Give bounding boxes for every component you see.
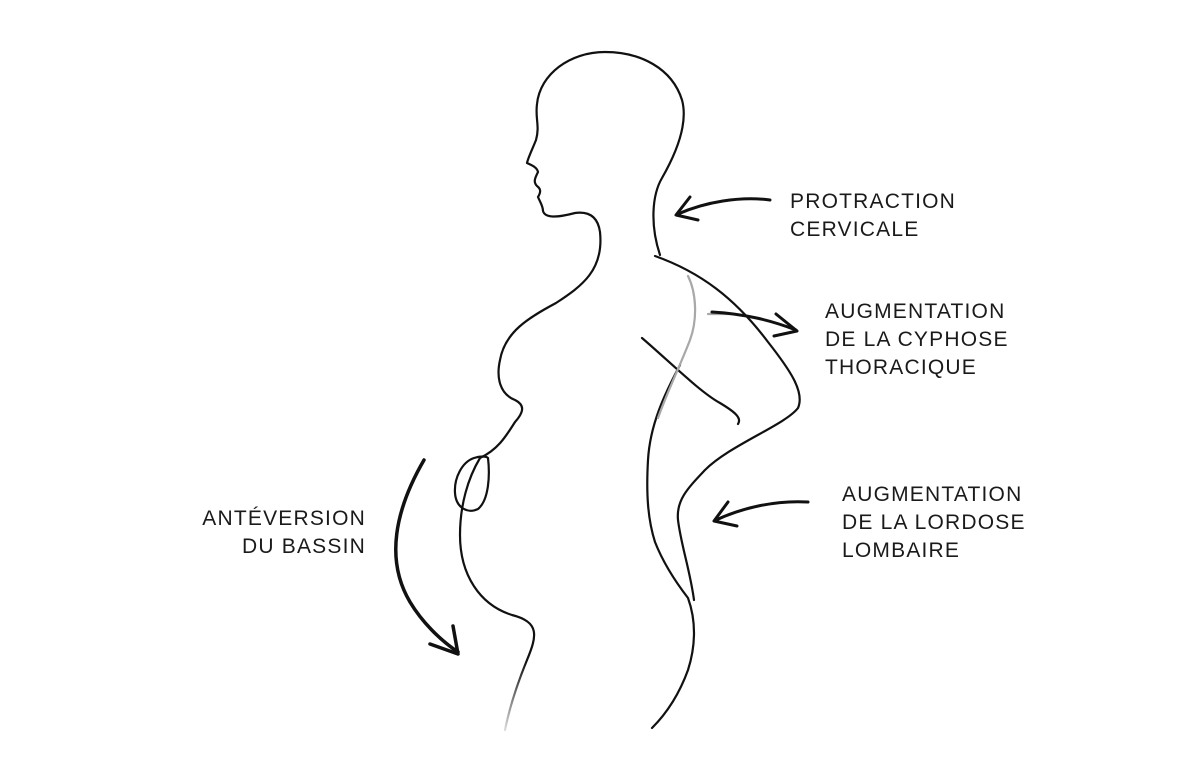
- label-cyphose-thoracique-line3: THORACIQUE: [825, 356, 978, 379]
- cervical-arrow-head: [674, 195, 700, 222]
- thoracic-arrow-shaft: [710, 310, 798, 332]
- label-protraction-cervicale: PROTRACTION CERVICALE: [790, 188, 956, 244]
- body-back-outline: [653, 254, 801, 602]
- label-cyphose-thoracique-line1: AUGMENTATION: [825, 300, 1006, 323]
- arm-inner-outline: [640, 336, 741, 426]
- label-anteversion-bassin-line2: DU BASSIN: [242, 535, 366, 558]
- hand-outline: [453, 455, 490, 512]
- lumbar-arrow-head: [712, 500, 739, 528]
- label-anteversion-bassin: ANTÉVERSION DU BASSIN: [186, 505, 366, 561]
- label-cyphose-thoracique-line2: DE LA CYPHOSE: [825, 328, 1009, 351]
- thoracic-arrow-head: [772, 312, 799, 338]
- label-cyphose-thoracique: AUGMENTATION DE LA CYPHOSE THORACIQUE: [825, 298, 1009, 382]
- label-anteversion-bassin-line1: ANTÉVERSION: [202, 507, 366, 530]
- pelvis-arrow-shaft: [394, 458, 460, 654]
- label-protraction-cervicale-line2: CERVICALE: [790, 218, 920, 241]
- label-lordose-lombaire-line2: DE LA LORDOSE: [842, 511, 1026, 534]
- torso-back-outline: [646, 363, 696, 730]
- label-protraction-cervicale-line1: PROTRACTION: [790, 190, 957, 213]
- spine-line: [656, 274, 697, 420]
- lumbar-arrow-shaft: [714, 500, 810, 522]
- label-lordose-lombaire-line3: LOMBAIRE: [842, 539, 961, 562]
- pelvis-arrow-head: [428, 624, 460, 656]
- cervical-arrow-shaft: [676, 197, 772, 216]
- label-lordose-lombaire-line1: AUGMENTATION: [842, 483, 1023, 506]
- label-lordose-lombaire: AUGMENTATION DE LA LORDOSE LOMBAIRE: [842, 481, 1026, 565]
- body-front-outline: [458, 50, 685, 732]
